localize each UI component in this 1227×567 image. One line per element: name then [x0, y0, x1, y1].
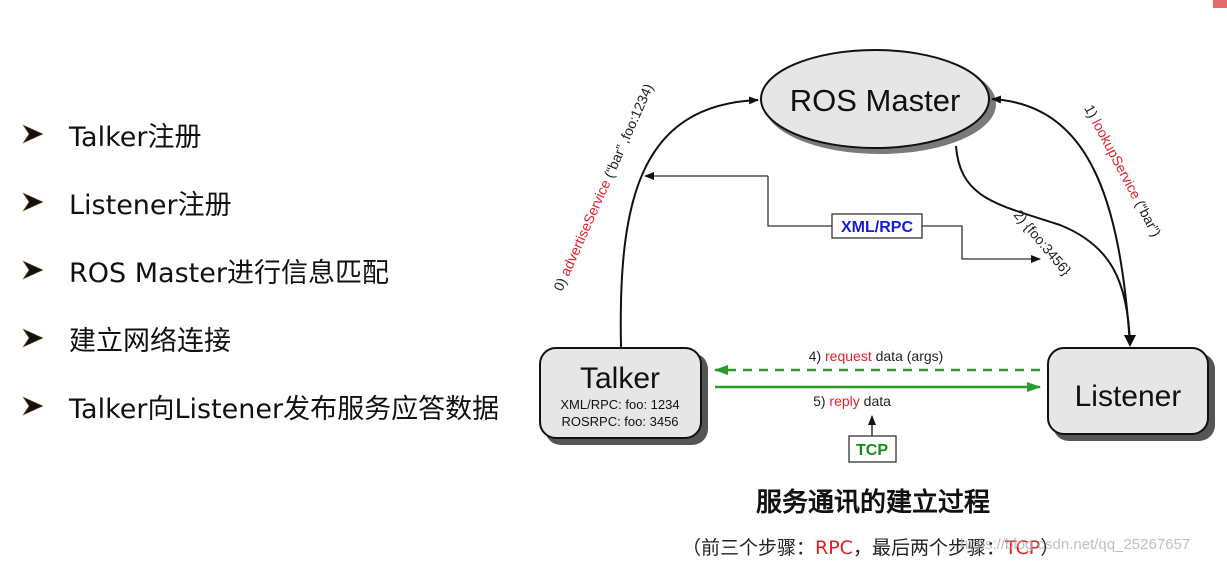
bullet-item: Talker向Listener发布服务应答数据	[22, 372, 499, 440]
step0-label: 0) advertiseService (“bar” ,foo:1234)	[550, 81, 656, 293]
listener-arrowhead	[1124, 335, 1136, 347]
tcp-label-box: TCP	[848, 435, 897, 463]
bullet-item: ROS Master进行信息匹配	[22, 236, 499, 304]
lookup-service-arrow	[991, 95, 1131, 346]
xmlrpc-box	[831, 213, 923, 239]
master-to-listener-curve	[955, 145, 1131, 346]
step0-args: (“bar” ,foo:1234)	[599, 81, 656, 183]
bullet-text: Listener注册	[69, 189, 232, 221]
caption-prefix: （前三个步骤：	[682, 537, 816, 559]
step2-label: 2) {foo:3456}	[1011, 207, 1075, 279]
caption-suffix: ）	[1040, 537, 1060, 559]
step5-args: data	[860, 393, 891, 409]
caption-mid: ，最后两个步骤：	[852, 537, 1005, 559]
step0-method: advertiseService	[557, 177, 614, 278]
step5-label: 5) reply data	[813, 393, 891, 409]
arrowhead-bullet-icon	[22, 260, 44, 280]
step1-args: (“bar”)	[1130, 194, 1164, 239]
tcp-label: TCP	[856, 442, 888, 459]
xmlrpc-label-box: XML/RPC	[831, 213, 923, 239]
ros-master-ellipse	[760, 49, 990, 149]
talker-box	[539, 347, 702, 439]
caption-rpc: RPC	[815, 537, 853, 559]
xmlrpc-arrow-to-listener	[922, 225, 1041, 263]
listener-label: Listener	[1075, 380, 1182, 413]
step4-label: 4) request data (args)	[809, 348, 944, 364]
step0-number: 0)	[550, 272, 571, 293]
arrowhead-bullet-icon	[22, 124, 44, 144]
bullet-text: ROS Master进行信息匹配	[69, 257, 389, 289]
step4-args: data (args)	[872, 348, 944, 364]
listener-node: Listener	[1047, 347, 1215, 441]
step1-method: lookupService	[1089, 116, 1145, 201]
advertise-service-arrow	[619, 96, 759, 348]
bullet-list: Talker注册 Listener注册 ROS Master进行信息匹配 建立网…	[22, 100, 499, 440]
bullet-item: Listener注册	[22, 168, 499, 236]
talker-node: Talker XML/RPC: foo: 1234 ROSRPC: foo: 3…	[539, 347, 708, 445]
step5-number: 5)	[813, 393, 829, 409]
talker-xmlrpc-port: XML/RPC: foo: 1234	[560, 397, 679, 412]
bullet-item: Talker注册	[22, 100, 499, 168]
corner-mark	[1213, 0, 1227, 8]
watermark: https://blog.csdn.net/qq_25267657	[960, 536, 1191, 553]
talker-rosrpc-port: ROSRPC: foo: 3456	[561, 414, 678, 429]
bullet-text: Talker注册	[69, 121, 202, 153]
arrowhead-bullet-icon	[22, 396, 44, 416]
caption-tcp: TCP	[1004, 537, 1041, 559]
ros-master-label: ROS Master	[790, 83, 961, 118]
listener-box	[1047, 347, 1209, 435]
arrowhead-bullet-icon	[22, 328, 44, 348]
diagram-caption-title: 服务通讯的建立过程	[756, 488, 991, 518]
xmlrpc-connector-left	[767, 176, 832, 227]
bullet-item: 建立网络连接	[22, 304, 499, 372]
xmlrpc-label: XML/RPC	[841, 219, 913, 236]
talker-label: Talker	[580, 362, 660, 395]
tcp-box	[848, 435, 897, 463]
bullet-text: 建立网络连接	[69, 325, 231, 357]
step5-method: reply	[829, 393, 859, 409]
step4-method: request	[825, 348, 872, 364]
step1-number: 1)	[1081, 102, 1103, 124]
ros-master-node: ROS Master	[760, 49, 996, 154]
diagram-caption-subtitle: （前三个步骤：RPC，最后两个步骤：TCP）	[682, 533, 1059, 560]
bullet-text: Talker向Listener发布服务应答数据	[69, 393, 500, 425]
step4-number: 4)	[809, 348, 825, 364]
arrowhead-bullet-icon	[22, 192, 44, 212]
